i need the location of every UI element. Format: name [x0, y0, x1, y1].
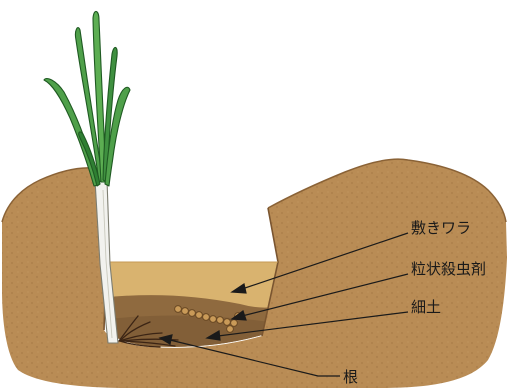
label-root: 根	[343, 368, 358, 386]
label-straw-mulch: 敷きワラ	[411, 219, 471, 237]
plant-leaves	[44, 11, 130, 186]
label-granular-insecticide: 粒状殺虫剤	[411, 260, 486, 278]
label-fine-soil: 細土	[411, 298, 441, 316]
